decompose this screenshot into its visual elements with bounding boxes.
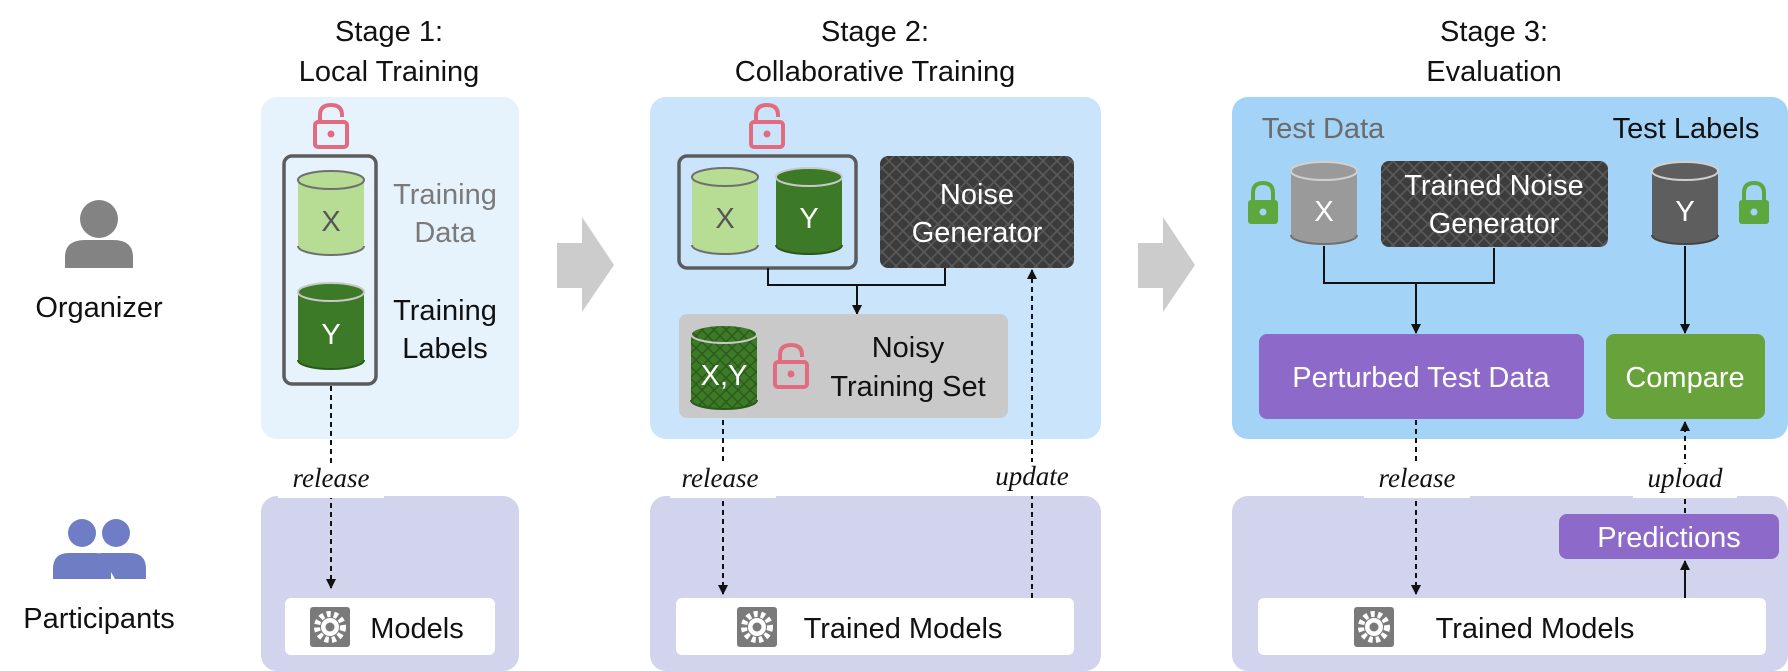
stage1-release-label: release [293,463,370,493]
organizer-label: Organizer [35,292,163,324]
noisy-xy-label: X,Y [701,360,748,392]
stage3-x-label: X [1314,196,1333,228]
stage2-update-label: update [995,461,1069,491]
participants-icon [53,519,146,579]
stage2-title-line1: Stage 2: [821,16,929,48]
training-labels-cylinder [297,282,365,370]
compare-label: Compare [1625,362,1744,394]
test-data-cylinder [1290,161,1358,245]
trained-noise-generator-line2: Generator [1429,208,1560,240]
stage1-x-label: X [321,206,340,238]
lock-icon [313,102,349,149]
stage2-release-label: release [682,463,759,493]
stage3-title-line1: Stage 3: [1440,16,1548,48]
gear-icon [737,607,777,647]
gear-icon [1354,607,1394,647]
lock-icon [1739,180,1769,224]
stage2-y-label: Y [799,203,818,235]
gear-icon [310,607,350,647]
lock-icon [749,102,785,149]
stage3-title-line2: Evaluation [1426,56,1561,88]
stage1-release-label-bg [278,464,384,498]
organizer-icon [65,200,133,268]
noise-generator-line1: Noise [940,179,1014,211]
stage1-data-group [282,154,378,386]
trained-noise-generator-line1: Trained Noise [1404,170,1583,202]
lock-icon [1248,180,1278,224]
training-labels-line2: Labels [402,333,487,365]
test-data-label: Test Data [1262,113,1385,145]
stage3-upload-label-bg [1633,464,1737,498]
noisy-training-set-box [679,314,1008,418]
stage2-x-label: X [715,203,734,235]
participants-label: Participants [23,603,175,635]
stage2-title-line2: Collaborative Training [735,56,1015,88]
stage3-release-label-bg [1364,464,1470,498]
stage3-merge-connector [1323,246,1495,284]
stage-arrow-1 [557,217,614,312]
lock-icon [773,342,809,389]
stage1-title-line1: Stage 1: [335,16,443,48]
stage3-release-label: release [1379,463,1456,493]
test-labels-label: Test Labels [1613,113,1760,145]
noisy-training-set-line1: Noisy [872,332,945,364]
stage2-trained-models-label: Trained Models [804,613,1003,645]
stage2-x-cylinder [691,167,759,255]
trained-noise-generator-box [1381,161,1608,247]
stage1-organizer-panel [261,97,519,439]
compare-box [1606,334,1765,419]
noise-generator-line2: Generator [912,217,1043,249]
predictions-label: Predictions [1597,522,1740,554]
stage2-release-label-bg [670,464,776,498]
noisy-xy-cylinder [690,324,758,410]
perturbed-test-data-box [1259,334,1584,419]
noise-generator-box [880,156,1074,268]
stage3-y-label: Y [1675,196,1694,228]
test-labels-cylinder [1651,161,1719,245]
training-data-cylinder [297,170,365,256]
predictions-box [1559,514,1779,559]
stage3-upload-label: upload [1647,463,1723,493]
noisy-training-set-line2: Training Set [830,371,985,403]
stage2-y-cylinder [775,167,843,255]
perturbed-test-data-label: Perturbed Test Data [1292,362,1550,394]
training-data-line2: Data [414,217,476,249]
stage2-update-label-bg [980,462,1084,496]
stage3-trained-models-label: Trained Models [1436,613,1635,645]
stage1-title-line2: Local Training [299,56,480,88]
stage-arrow-2 [1138,217,1195,312]
stage1-y-label: Y [321,319,340,351]
training-data-line1: Training [393,179,497,211]
stage1-models-label: Models [370,613,464,645]
training-labels-line1: Training [393,295,497,327]
